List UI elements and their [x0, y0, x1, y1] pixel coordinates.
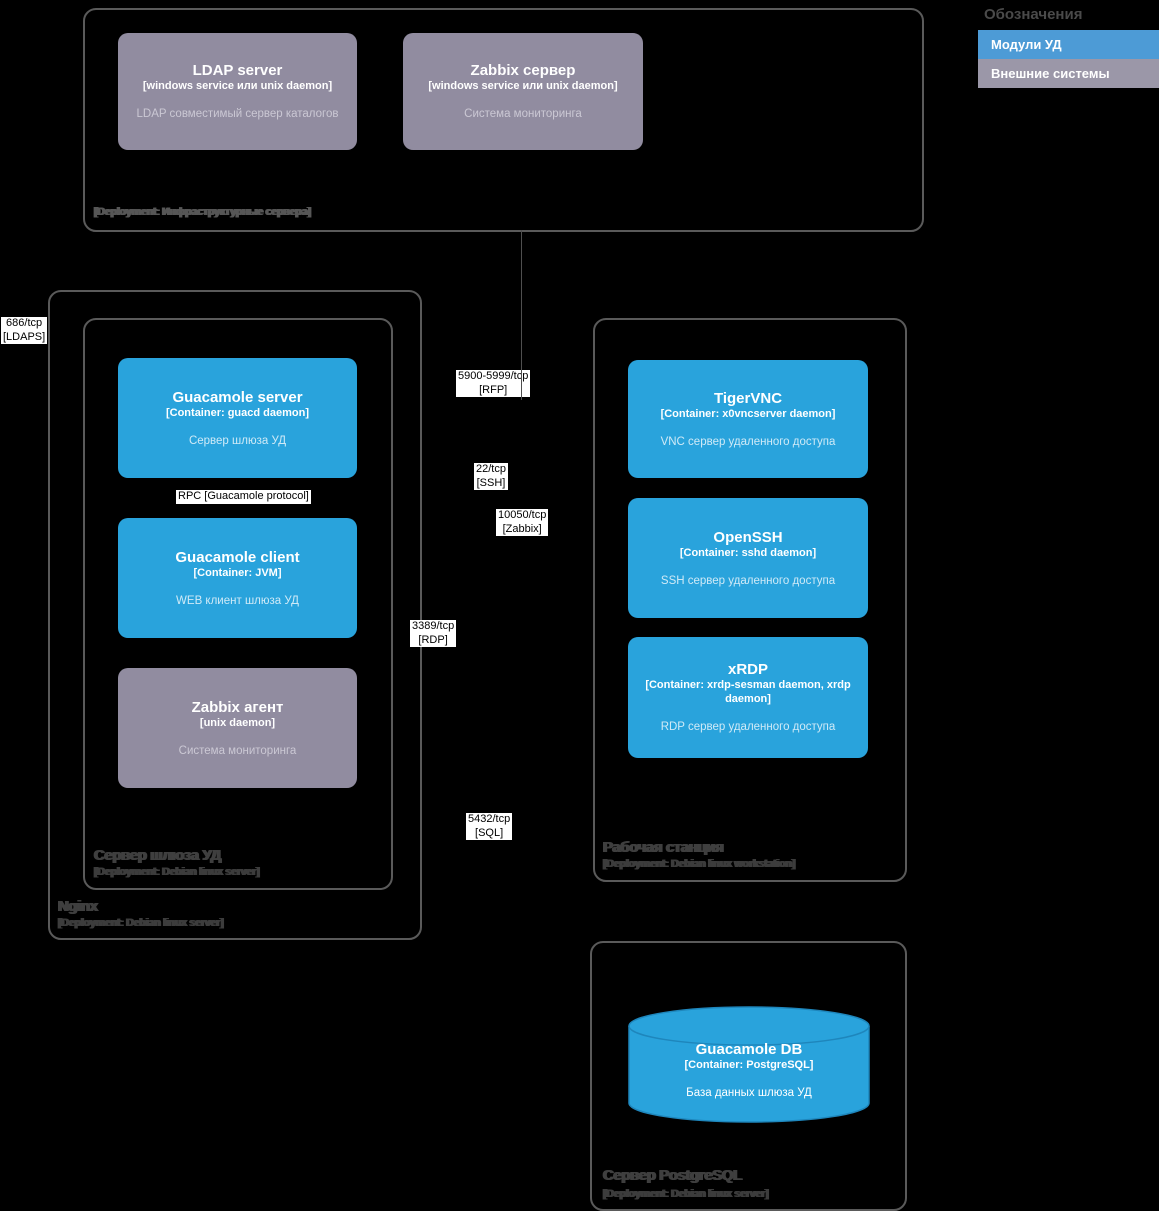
node-title: TigerVNC: [713, 389, 783, 407]
boundary-workstation-title: Рабочая станция: [602, 839, 723, 856]
protocol-label: [Zabbix]: [502, 522, 542, 535]
node-container-label: [unix daemon]: [199, 716, 276, 729]
protocol-label: [RDP]: [418, 633, 448, 646]
connection-line-rfp: [521, 230, 522, 400]
node-container-label: [Container: guacd daemon]: [165, 406, 309, 419]
node-title: Zabbix агент: [191, 698, 284, 716]
node-container-label: [Container: JVM]: [193, 566, 282, 579]
connection-label-rpc: RPC [Guacamole protocol]: [176, 490, 311, 504]
node-title: xRDP: [727, 661, 768, 678]
boundary-workstation: [593, 318, 907, 882]
boundary-nginx-title: Nginx: [57, 898, 97, 915]
node-zabbix-agent: Zabbix агент [unix daemon] Система монит…: [118, 668, 357, 788]
protocol-label: [SQL]: [475, 826, 504, 839]
boundary-infrastructure-label: [Deployment: Инфраструктурные сервера]: [93, 206, 310, 218]
node-guacamole-db: Guacamole DB [Container: PostgreSQL] Баз…: [628, 1006, 870, 1124]
protocol-label: [LDAPS]: [3, 330, 46, 343]
node-guacamole-server: Guacamole server [Container: guacd daemo…: [118, 358, 357, 478]
legend-title: Обозначения: [984, 6, 1083, 23]
node-description: Система мониторинга: [178, 744, 297, 757]
boundary-workstation-label: [Deployment: Debian linux workstation]: [602, 858, 794, 870]
connection-label-ldaps: 686/tcp [LDAPS]: [1, 317, 48, 344]
port-label: 3389/tcp: [412, 620, 455, 632]
boundary-postgresql-server: [590, 941, 907, 1211]
database-cylinder-icon: [628, 1006, 870, 1124]
node-description: LDAP совместимый сервер каталогов: [136, 108, 339, 120]
connection-label-ssh: 22/tcp [SSH]: [474, 463, 508, 490]
boundary-postgresql-label: [Deployment: Debian linux server]: [602, 1188, 768, 1200]
node-tigervnc: TigerVNC [Container: x0vncserver daemon]…: [628, 360, 868, 478]
connection-label-zabbix: 10050/tcp [Zabbix]: [496, 509, 549, 536]
boundary-nginx-label: [Deployment: Debian linux server]: [57, 917, 223, 929]
node-container-label: [Container: x0vncserver daemon]: [660, 407, 836, 420]
node-openssh: OpenSSH [Container: sshd daemon] SSH сер…: [628, 498, 868, 618]
boundary-infrastructure-servers: [83, 8, 924, 232]
node-container-label: [Container: xrdp-sesman daemon, xrdp dae…: [645, 679, 851, 705]
node-container-label: [windows service или unix daemon]: [428, 80, 618, 92]
boundary-gateway-server: [83, 318, 393, 890]
node-description: База данных шлюза УД: [686, 1086, 812, 1099]
node-title: Guacamole client: [175, 548, 300, 566]
node-guacamole-client: Guacamole client [Container: JVM] WEB кл…: [118, 518, 357, 638]
legend-item-label: Внешние системы: [991, 66, 1110, 81]
protocol-label: [RFP]: [479, 383, 508, 396]
legend-item-label: Модули УД: [991, 37, 1062, 52]
connection-label-rfp: 5900-5999/tcp [RFP]: [456, 370, 531, 397]
port-label: 10050/tcp: [498, 509, 547, 521]
port-label: 5900-5999/tcp: [458, 370, 529, 382]
connection-label-rdp: 3389/tcp [RDP]: [410, 620, 457, 647]
port-label: 5432/tcp: [468, 813, 511, 825]
node-title: Guacamole DB: [695, 1040, 803, 1058]
port-label: 686/tcp: [6, 317, 43, 329]
node-ldap-server: LDAP server [windows service или unix da…: [118, 33, 357, 150]
boundary-nginx: [48, 290, 422, 940]
node-description: RDP сервер удаленного доступа: [660, 721, 836, 733]
node-container-label: [Container: sshd daemon]: [679, 546, 817, 559]
protocol-label: [SSH]: [476, 476, 506, 489]
node-title: LDAP server: [192, 62, 283, 79]
legend-item-modules: Модули УД: [978, 30, 1159, 59]
node-description: SSH сервер удаленного доступа: [660, 574, 836, 587]
node-zabbix-server: Zabbix сервер [windows service или unix …: [403, 33, 643, 150]
legend-item-external-systems: Внешние системы: [978, 59, 1159, 88]
boundary-gateway-label: [Deployment: Debian linux server]: [93, 866, 259, 878]
connection-label-sql: 5432/tcp [SQL]: [466, 813, 513, 840]
boundary-postgresql-title: Сервер PostgreSQL: [602, 1167, 741, 1184]
node-title: Guacamole server: [172, 388, 303, 406]
node-container-label: [Container: PostgreSQL]: [684, 1058, 814, 1071]
node-container-label: [windows service или unix daemon]: [142, 80, 333, 92]
node-description: VNC сервер удаленного доступа: [660, 435, 836, 448]
node-title: Zabbix сервер: [470, 62, 576, 79]
node-xrdp: xRDP [Container: xrdp-sesman daemon, xrd…: [628, 637, 868, 758]
node-title: OpenSSH: [713, 528, 783, 546]
protocol-label: RPC [Guacamole protocol]: [178, 490, 309, 502]
node-description: WEB клиент шлюза УД: [176, 594, 299, 607]
boundary-gateway-title: Сервер шлюза УД: [93, 847, 220, 864]
port-label: 22/tcp: [476, 463, 506, 475]
node-description: Система мониторинга: [464, 108, 582, 120]
node-description: Сервер шлюза УД: [188, 434, 287, 447]
